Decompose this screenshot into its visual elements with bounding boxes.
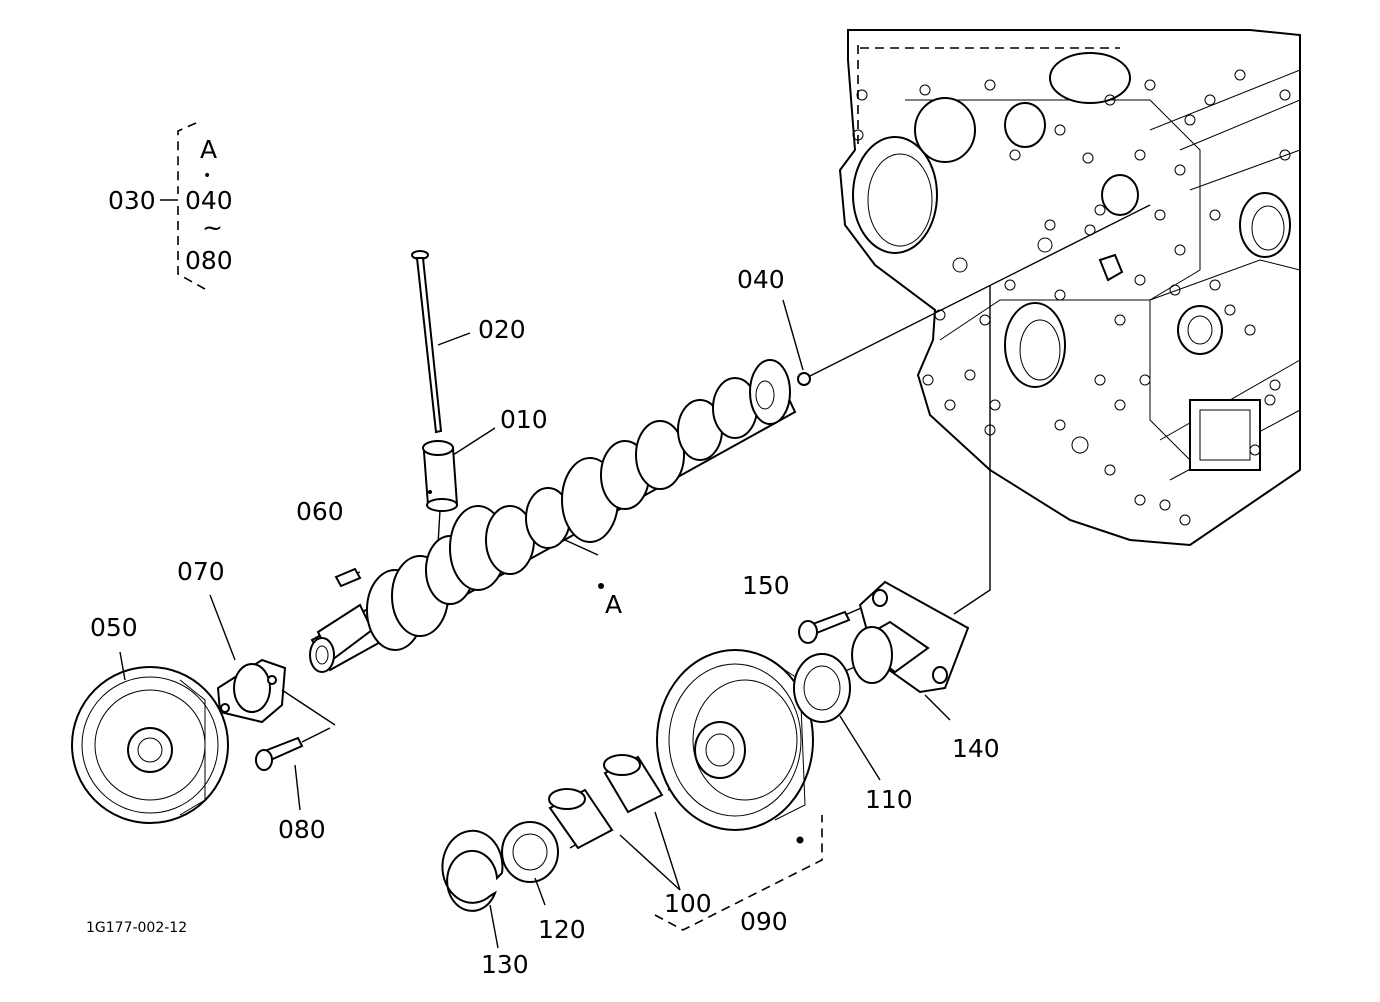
idle-gear: [656, 649, 814, 844]
label-110: 110: [865, 785, 913, 814]
label-100: 100: [664, 889, 712, 918]
label-070: 070: [177, 557, 225, 586]
label-060: 060: [296, 497, 344, 526]
bracket-range: ~: [202, 213, 223, 242]
circlip: [441, 829, 504, 912]
label-130: 130: [481, 950, 529, 979]
label-080: 080: [278, 815, 326, 844]
label-050: 050: [90, 613, 138, 642]
label-120: 120: [538, 915, 586, 944]
gear-050: [71, 666, 229, 824]
push-rod: [411, 250, 443, 434]
bracket-dot: •: [203, 168, 211, 184]
bracket-040: 040: [185, 186, 233, 215]
label-090: 090: [740, 907, 788, 936]
bolt-080: [255, 727, 331, 771]
drawing-code: 1G177-002-12: [86, 920, 187, 936]
label-030: 030: [108, 186, 156, 215]
key: [334, 567, 362, 588]
label-010: 010: [500, 405, 548, 434]
bushing-pair: [548, 754, 664, 850]
bracket-a: A: [200, 135, 217, 164]
bracket-group: A • 040 ~ 080: [160, 122, 233, 290]
label-040: 040: [737, 265, 785, 294]
label-140: 140: [952, 734, 1000, 763]
label-150: 150: [742, 571, 790, 600]
label-020: 020: [478, 315, 526, 344]
idle-gear-shaft: [851, 580, 970, 694]
bolt-150: [798, 610, 851, 644]
washer-120: [501, 821, 559, 883]
bracket-080: 080: [185, 246, 233, 275]
label-a-ref: A: [605, 590, 622, 619]
ball-040: [797, 372, 811, 386]
label-leaders: [119, 299, 951, 949]
engine-block: [838, 29, 1301, 547]
thrust-plate: [216, 658, 287, 724]
collar-110: [793, 653, 851, 723]
camshaft: [309, 359, 797, 673]
tappet: [422, 440, 459, 512]
